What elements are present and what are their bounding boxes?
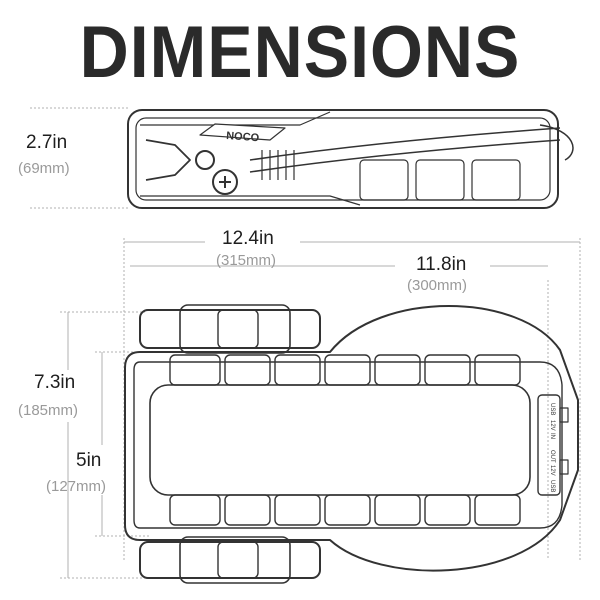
length-body-metric: (300mm) [407,277,468,294]
top-clamp [139,309,321,349]
height-imperial: 2.7in [26,132,68,153]
port-panel [537,394,561,496]
height-metric: (69mm) [18,160,70,177]
length-body-imperial: 11.8in [416,254,467,275]
width-total-metric: (185mm) [18,402,79,419]
top-body-outline [124,305,579,572]
port-label: 12V [549,465,555,476]
width-body-metric: (127mm) [46,478,107,495]
side-view [127,109,574,209]
bottom-clamp [139,541,321,579]
port-label: OUT [549,450,555,463]
side-body-outline [127,109,559,209]
top-view [124,304,579,584]
port-label: IN [549,433,555,439]
brand-logo: NOCO [226,130,260,144]
dimension-lines [30,107,581,579]
port-label: USB [549,480,555,492]
port-label: 12V [549,420,555,431]
brand-logo-plate [199,123,286,141]
width-body-imperial: 5in [76,450,102,471]
port-label: USB [549,403,555,415]
plus-icon [212,169,238,195]
page-title: DIMENSIONS [79,10,521,94]
width-total-imperial: 7.3in [34,372,76,393]
length-total-metric: (315mm) [216,252,277,269]
length-total-imperial: 12.4in [222,228,274,249]
power-button-icon [195,150,215,170]
